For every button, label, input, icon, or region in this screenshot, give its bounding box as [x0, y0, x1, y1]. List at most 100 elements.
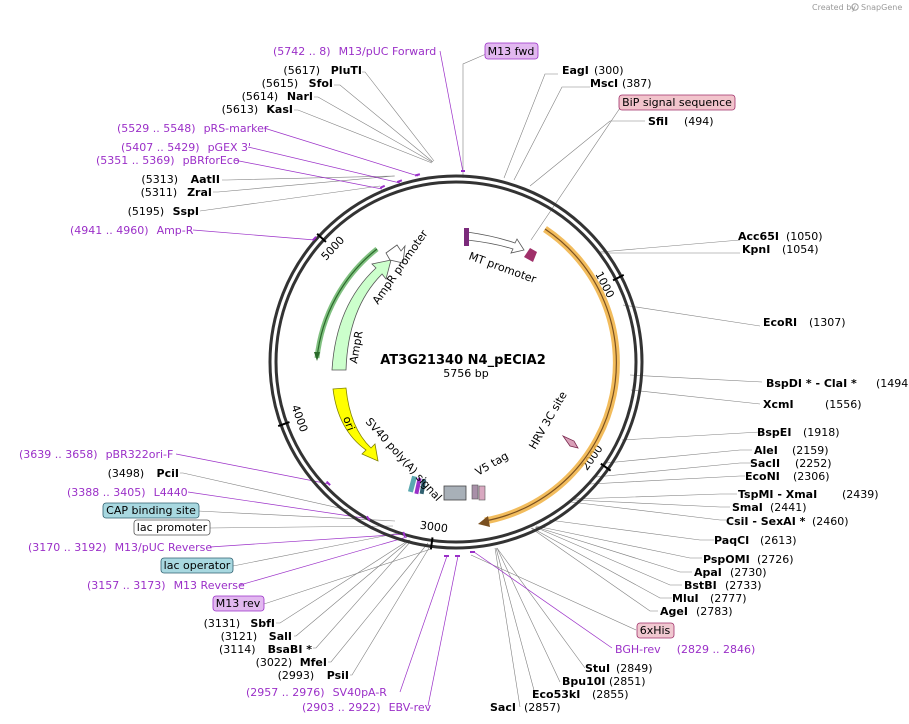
- primer-name: SV40pA-R: [333, 686, 388, 699]
- site-position: (2855): [592, 688, 629, 701]
- primer-range: (3157 .. 3173): [87, 579, 166, 592]
- primer-range: (3170 .. 3192): [28, 541, 107, 554]
- site-position: (2993): [278, 669, 315, 682]
- site-position: (1494): [876, 377, 909, 390]
- site-name: BsaBI *: [268, 643, 313, 656]
- tick-mark: [277, 421, 290, 428]
- tick-mark: [316, 233, 327, 243]
- site-position: (5615): [262, 77, 299, 90]
- tick-mark: [429, 537, 434, 550]
- site-name: SacII: [750, 457, 780, 470]
- primer-label: (3170 .. 3192) M13/pUC Reverse: [28, 541, 212, 554]
- site-name: CsiI - SexAI *: [726, 515, 806, 528]
- site-position: (1918): [803, 426, 840, 439]
- plasmid-backbone: [268, 174, 644, 550]
- site-position: (2439): [842, 488, 879, 501]
- site-position: (2726): [757, 553, 794, 566]
- ampr-region-arc: [314, 247, 379, 361]
- bip-arrow: [524, 248, 537, 262]
- site-name: Bpu10I: [562, 675, 606, 688]
- ampr-label: AmpR: [347, 330, 366, 365]
- ori-label: ori: [340, 415, 357, 433]
- site-position: (5311): [141, 186, 178, 199]
- plasmid-size: 5756 bp: [443, 367, 488, 380]
- site-name: EcoRI: [763, 316, 797, 329]
- primer-label: (3388 .. 3405)L4440: [67, 486, 188, 499]
- bip-label: BiP signal sequence: [622, 96, 732, 109]
- site-name: SbfI: [250, 617, 275, 630]
- tick-label: 3000: [419, 519, 448, 536]
- primer-name: pGEX 3': [208, 141, 252, 154]
- primer-range: (2903 .. 2922): [302, 701, 381, 714]
- primer-marks: [311, 170, 475, 557]
- site-name: SfiI: [648, 115, 668, 128]
- site-name: AgeI: [660, 605, 688, 618]
- site-position: (2851): [609, 675, 646, 688]
- site-name: TspMI - XmaI: [738, 488, 817, 501]
- leader-lines: [180, 53, 763, 708]
- site-position: (1054): [782, 243, 819, 256]
- orf-insert-arc: [478, 226, 620, 527]
- primer-range: (5407 .. 5429): [121, 141, 200, 154]
- site-name: PaqCI: [714, 534, 749, 547]
- ampr-arrow: [331, 259, 392, 371]
- primer-name: EBV-rev: [389, 701, 432, 714]
- mt-promoter-arrow: [464, 228, 525, 254]
- site-name: PsiI: [327, 669, 349, 682]
- cap-label: CAP binding site: [106, 504, 196, 517]
- site-name: Acc65I: [738, 230, 779, 243]
- site-name: AleI: [754, 444, 778, 457]
- primer-name: BGH-rev: [615, 643, 661, 656]
- hrv3c-marker: [561, 435, 579, 449]
- site-name: BspEI: [757, 426, 791, 439]
- site-position: (2306): [793, 470, 830, 483]
- site-position: (2857): [524, 701, 561, 714]
- primer-labels: (5742 .. 8)M13/pUC Forward(5529 .. 5548)…: [19, 45, 755, 714]
- box-m13fwd: M13 fwd: [484, 42, 539, 60]
- primer-range: (2829 .. 2846): [677, 643, 756, 656]
- primer-name: M13/pUC Reverse: [115, 541, 213, 554]
- site-name: PspOMI: [703, 553, 750, 566]
- site-name: SspI: [173, 205, 199, 218]
- site-position: (1556): [825, 398, 862, 411]
- credit-prefix: Created by: [812, 3, 856, 12]
- primer-name: pRS-marker: [204, 122, 269, 135]
- site-position: (3022): [256, 656, 293, 669]
- site-name: BspDI * - ClaI *: [766, 377, 857, 390]
- site-position: (5617): [283, 64, 320, 77]
- site-position: (3498): [108, 467, 145, 480]
- site-name: MluI: [672, 592, 699, 605]
- sv40-polya-marker: [443, 485, 467, 501]
- primer-range: (5742 .. 8): [273, 45, 331, 58]
- box-6xhis: 6xHis: [636, 622, 675, 639]
- tick-mark: [612, 273, 625, 282]
- site-name: MscI: [590, 77, 618, 90]
- site-position: (2613): [760, 534, 797, 547]
- primer-range: (3388 .. 3405): [67, 486, 146, 499]
- m13rev-label: M13 rev: [216, 597, 261, 610]
- site-name: SfoI: [309, 77, 333, 90]
- site-name: AatII: [191, 173, 220, 186]
- site-position: (387): [622, 77, 652, 90]
- site-position: (2252): [795, 457, 832, 470]
- primer-range: (4941 .. 4960): [70, 224, 149, 237]
- primer-label: (3639 .. 3658)pBR322ori-F: [19, 448, 173, 461]
- site-name: PciI: [157, 467, 179, 480]
- site-name: Eco53kI: [532, 688, 580, 701]
- site-position: (5195): [128, 205, 165, 218]
- tick-mark: [600, 462, 612, 472]
- primer-label: (5407 .. 5429) pGEX 3': [121, 141, 251, 154]
- site-position: (2730): [730, 566, 767, 579]
- site-name: KpnI: [742, 243, 770, 256]
- lacprom-label: lac promoter: [137, 521, 208, 534]
- box-bip: BiP signal sequence: [618, 94, 736, 111]
- site-position: (3121): [221, 630, 258, 643]
- primer-range: (3639 .. 3658): [19, 448, 98, 461]
- box-lacprom: lac promoter: [133, 519, 211, 536]
- primer-label: BGH-rev (2829 .. 2846): [615, 643, 755, 656]
- primer-name: Amp-R: [157, 224, 194, 237]
- site-position: (2460): [812, 515, 849, 528]
- site-position: (5313): [141, 173, 178, 186]
- site-name: ZraI: [187, 186, 212, 199]
